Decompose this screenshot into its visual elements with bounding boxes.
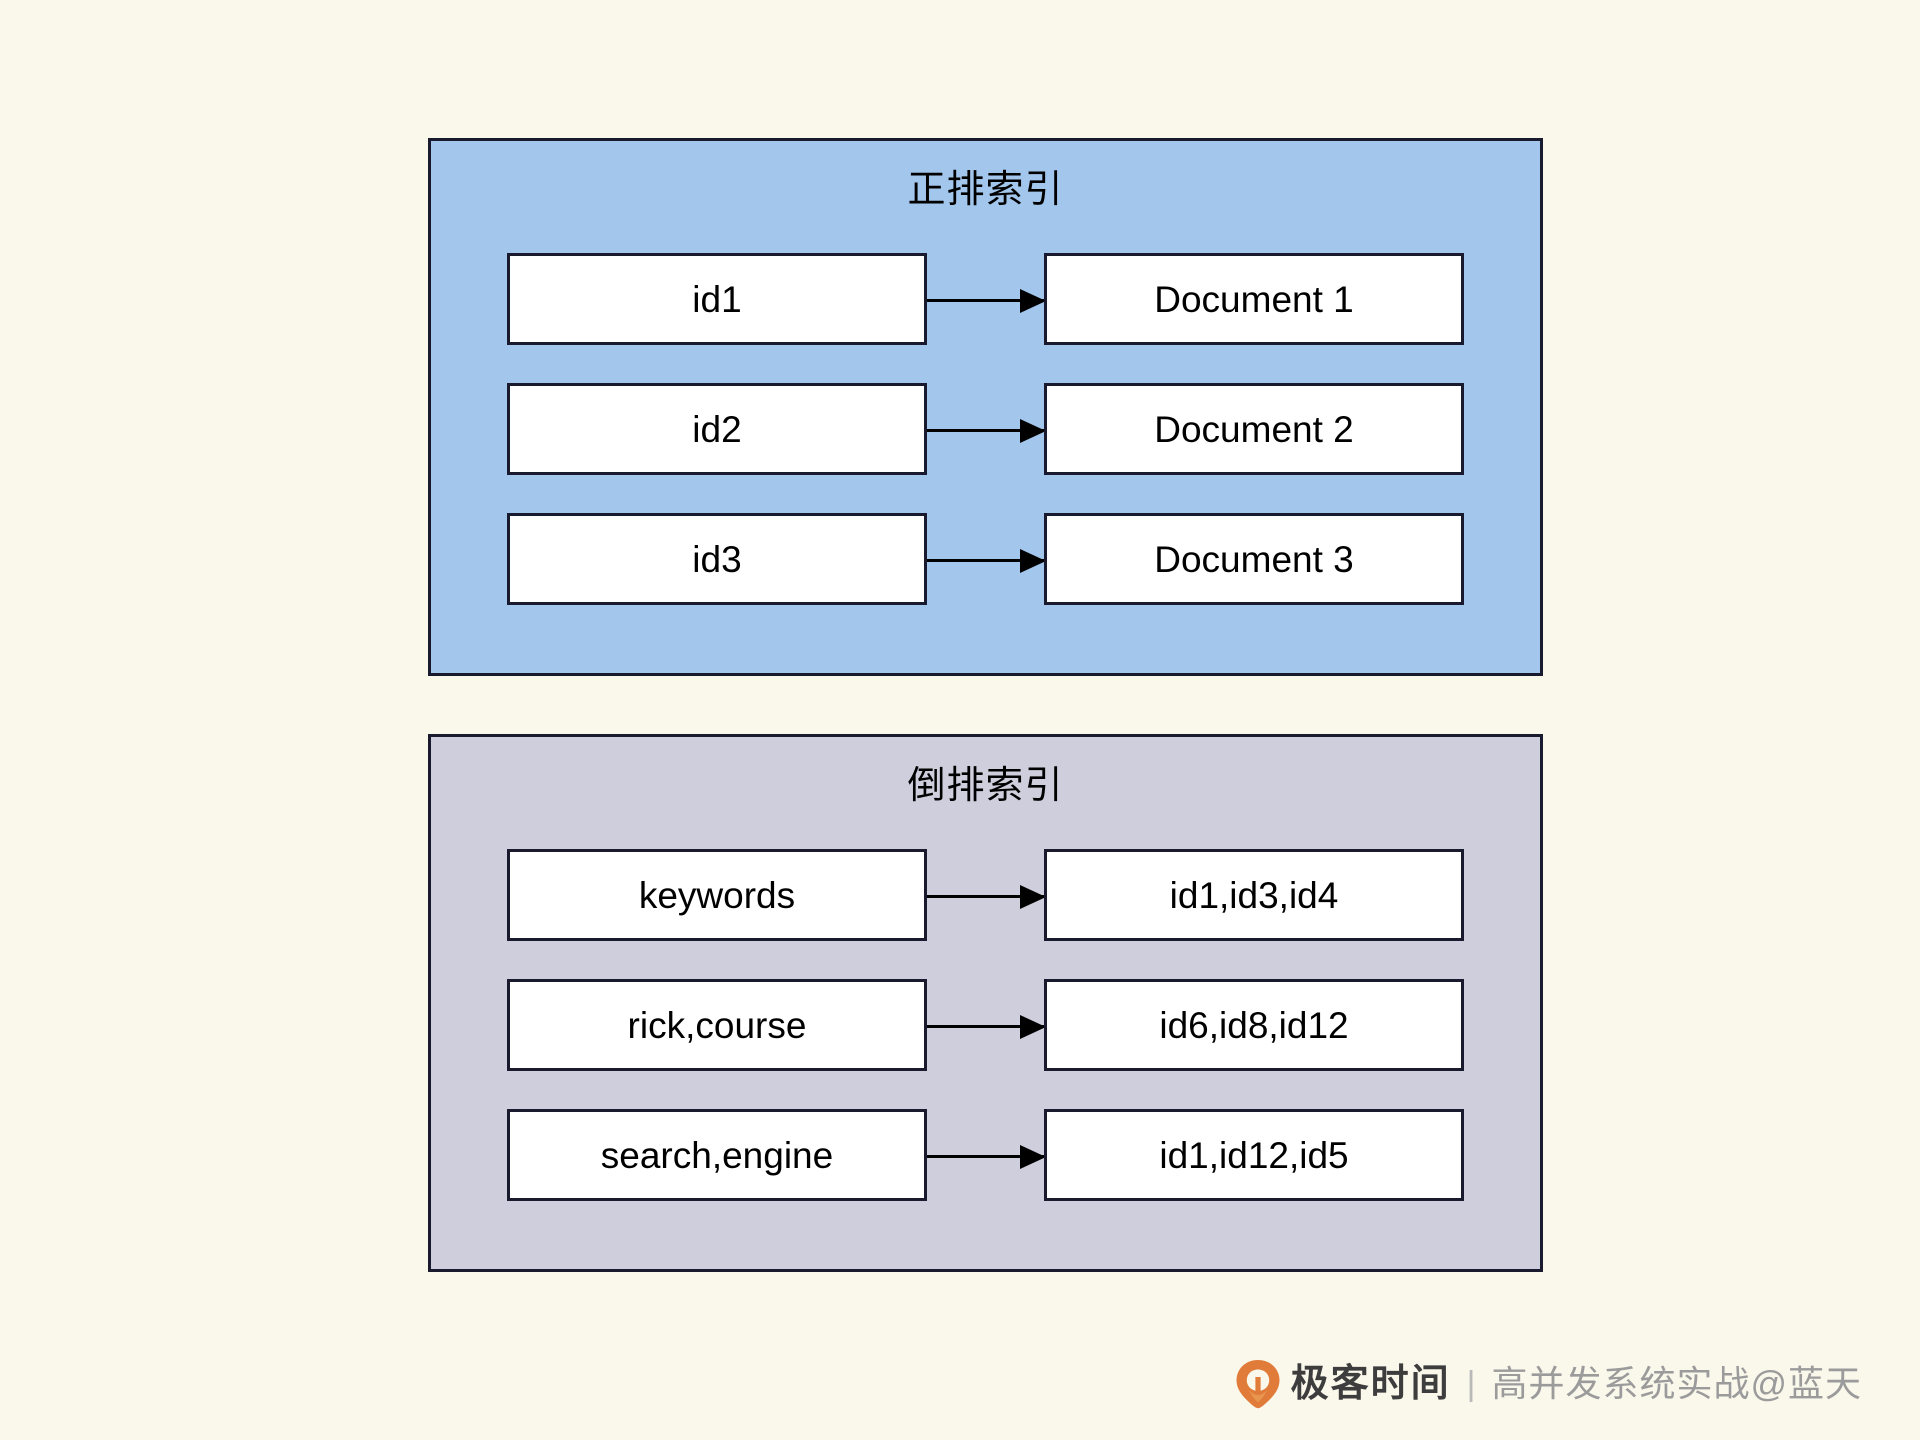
forward-key-cell[interactable]: id2 — [507, 383, 927, 475]
mapping-row: keywords id1,id3,id4 — [431, 849, 1540, 979]
panel-inverted-index: 倒排索引 keywords id1,id3,id4 rick,course id… — [428, 734, 1543, 1272]
panel-forward-index-rows: id1 Document 1 id2 Document 2 id3 Docume… — [431, 253, 1540, 643]
forward-value-cell[interactable]: Document 2 — [1044, 383, 1464, 475]
inverted-value-cell[interactable]: id1,id12,id5 — [1044, 1109, 1464, 1201]
arrow-right-icon — [927, 1015, 1046, 1039]
panel-inverted-index-rows: keywords id1,id3,id4 rick,course id6,id8… — [431, 849, 1540, 1239]
arrow-right-icon — [927, 885, 1046, 909]
course-label: 高并发系统实战@蓝天 — [1491, 1363, 1862, 1404]
footer-watermark: 极客时间 | 高并发系统实战@蓝天 — [1235, 1354, 1862, 1414]
mapping-row: id2 Document 2 — [431, 383, 1540, 513]
panel-inverted-index-title: 倒排索引 — [907, 765, 1064, 807]
arrow-right-icon — [927, 1145, 1046, 1169]
arrow-right-icon — [927, 549, 1046, 573]
inverted-value-cell[interactable]: id1,id3,id4 — [1044, 849, 1464, 941]
inverted-value-cell[interactable]: id6,id8,id12 — [1044, 979, 1464, 1071]
mapping-row: search,engine id1,id12,id5 — [431, 1109, 1540, 1239]
forward-value-cell[interactable]: Document 1 — [1044, 253, 1464, 345]
panel-forward-index: 正排索引 id1 Document 1 id2 Document 2 id3 D… — [428, 138, 1543, 676]
inverted-key-cell[interactable]: rick,course — [507, 979, 927, 1071]
forward-key-cell[interactable]: id3 — [507, 513, 927, 605]
mapping-row: id3 Document 3 — [431, 513, 1540, 643]
forward-key-cell[interactable]: id1 — [507, 253, 927, 345]
arrow-right-icon — [927, 419, 1046, 443]
brand-separator: | — [1466, 1365, 1476, 1403]
panel-forward-index-title: 正排索引 — [907, 169, 1064, 211]
geek-time-pin-logo-icon — [1236, 1360, 1280, 1409]
forward-value-cell[interactable]: Document 3 — [1044, 513, 1464, 605]
inverted-key-cell[interactable]: keywords — [507, 849, 927, 941]
arrow-right-icon — [927, 289, 1046, 313]
inverted-key-cell[interactable]: search,engine — [507, 1109, 927, 1201]
mapping-row: rick,course id6,id8,id12 — [431, 979, 1540, 1109]
mapping-row: id1 Document 1 — [431, 253, 1540, 383]
brand-label: 极客时间 — [1290, 1363, 1451, 1405]
